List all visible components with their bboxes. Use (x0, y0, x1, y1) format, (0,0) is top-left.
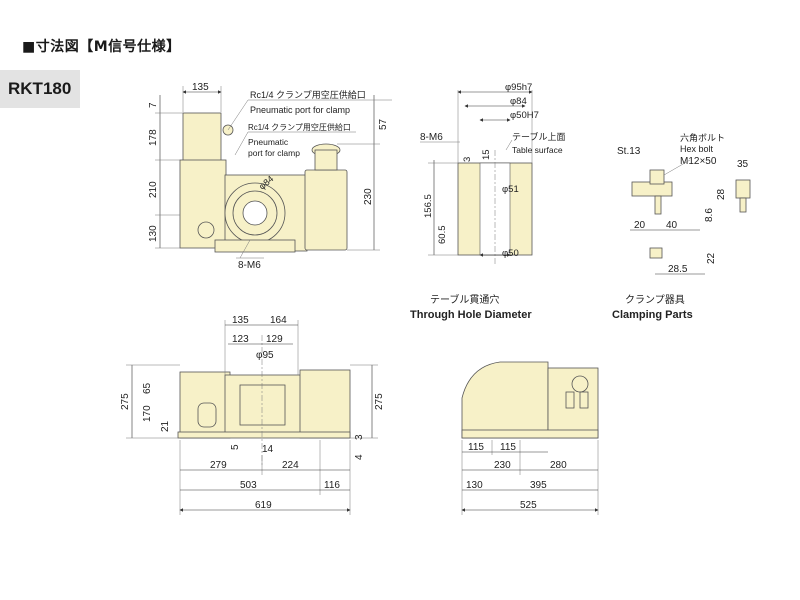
clamp-bolt-en: Hex bolt (680, 144, 714, 154)
port2-en2: port for clamp (248, 148, 300, 158)
side-row2-1: 280 (550, 460, 567, 471)
side-row1-0: 115 (468, 442, 484, 453)
clamp-w40: 40 (666, 220, 678, 231)
port2-en1: Pneumatic (248, 137, 289, 147)
front-tap: 8-M6 (238, 260, 261, 271)
plan-bottom2-0: 503 (240, 480, 257, 491)
bore-h1: 3 (462, 157, 473, 162)
bore-tap: 8-M6 (420, 132, 443, 143)
plan-base (177, 431, 351, 439)
clamp-nut (649, 247, 663, 259)
port2-jp: Rc1/4 クランプ用空圧供給口 (248, 122, 351, 132)
bore-caption-en: Through Hole Diameter (410, 309, 532, 321)
plan-total: 619 (255, 500, 272, 511)
plan-left-inner-2: 21 (160, 420, 171, 432)
side-base (461, 429, 599, 439)
front-dim-right-1: 230 (363, 188, 374, 205)
plan-right-outer: 275 (374, 393, 385, 410)
bore-d2: φ84 (510, 96, 527, 107)
plan-small-1: 14 (262, 444, 274, 455)
bore-table-jp: テーブル上面 (512, 131, 565, 142)
plan-mid-0: 123 (232, 334, 249, 345)
side-total: 525 (520, 500, 537, 511)
handwheel (197, 221, 215, 239)
bore-caption-jp: テーブル貫通穴 (430, 293, 499, 306)
side-view: 115 115 230 280 130 395 525 (461, 361, 599, 515)
clamp-side-shank (739, 197, 747, 213)
front-dim-left-3: 130 (148, 225, 159, 242)
clamp-caption-en: Clamping Parts (612, 309, 693, 321)
base-plate (214, 239, 296, 253)
clamp-view: St.13 六角ボルト Hex bolt M12×50 35 28 8.6 20… (612, 132, 751, 321)
bore-view: φ95h7 φ84 φ50H7 テーブル上面 Table surface 8-M… (410, 82, 565, 321)
plan-mid-1: 129 (266, 334, 283, 345)
clamp-st: St.13 (617, 146, 641, 157)
clamp-bolt-shank (654, 195, 662, 215)
plan-small-0: 5 (230, 444, 241, 450)
plan-table (224, 374, 306, 438)
plan-left-inner-0: 65 (142, 382, 153, 394)
side-bolt-1 (565, 391, 575, 409)
side-cover (461, 361, 549, 439)
bore-d1: φ95h7 (505, 82, 532, 93)
bore-h2: 15 (481, 149, 492, 160)
front-dim-left-2: 210 (148, 181, 159, 198)
plan-top-1: 164 (270, 315, 287, 326)
clamp-h22: 22 (706, 252, 717, 264)
center-bore (242, 200, 268, 226)
plan-bottom1-0: 279 (210, 460, 227, 471)
cylinder-neck (314, 149, 338, 171)
clamp-bolt-size: M12×50 (680, 156, 717, 167)
clamp-caption-jp: クランプ器具 (625, 294, 685, 306)
plan-right-small-1: 4 (354, 454, 365, 460)
front-dim-left-0: 7 (148, 102, 159, 108)
side-cylinder (547, 367, 599, 439)
plan-view: 135 164 123 129 φ95 275 65 170 21 275 3 … (120, 315, 385, 515)
plan-right-small-0: 3 (354, 434, 365, 440)
plan-left-outer: 275 (120, 393, 131, 410)
clamp-w20: 20 (634, 220, 646, 231)
side-row3-0: 130 (466, 480, 483, 491)
side-row1-1: 115 (500, 442, 516, 453)
front-dim-top: 135 (192, 82, 209, 93)
plan-bottom2-1: 116 (324, 480, 340, 491)
plan-left-inner-1: 170 (142, 405, 153, 422)
plan-slot (239, 384, 286, 426)
motor-top (182, 112, 222, 164)
clamp-h28: 28 (716, 188, 727, 200)
side-row2-0: 230 (494, 460, 511, 471)
bore-d5: φ50 (502, 248, 519, 259)
front-dim-right-0: 57 (378, 118, 389, 130)
clamp-w35: 35 (737, 159, 749, 170)
clamp-cylinder (304, 169, 348, 251)
bore-h3: 156.5 (423, 194, 434, 218)
model-tab: RKT180 (0, 70, 80, 108)
front-dim-left-1: 178 (148, 129, 159, 146)
port1-jp: Rc1/4 クランプ用空圧供給口 (250, 89, 366, 100)
side-bolt-2 (579, 391, 589, 409)
plan-handwheel (197, 402, 217, 428)
clamp-h86: 8.6 (704, 208, 715, 222)
clamp-bolt-jp: 六角ボルト (680, 132, 725, 143)
bore-table-en: Table surface (512, 145, 563, 155)
plan-cylinder (299, 369, 351, 439)
plan-top-0: 135 (232, 315, 249, 326)
bore-h4: 60.5 (437, 226, 448, 245)
port1-en: Pneumatic port for clamp (250, 105, 350, 115)
clamp-side-block (735, 179, 751, 199)
side-row3-1: 395 (530, 480, 547, 491)
bore-d4: φ51 (502, 184, 519, 195)
pcd-circle (232, 190, 278, 236)
clamp-w285: 28.5 (668, 264, 688, 275)
plan-bore: φ95 (256, 350, 274, 361)
plan-bottom1-1: 224 (282, 460, 299, 471)
front-view: 135 7 178 210 130 57 230 Rc1/4 クランプ用空圧供給… (148, 82, 392, 271)
bore-d3: φ50H7 (510, 110, 539, 121)
section-title: ■寸法図【M信号仕様】 (22, 39, 181, 55)
clamp-bolt-head (649, 169, 665, 185)
